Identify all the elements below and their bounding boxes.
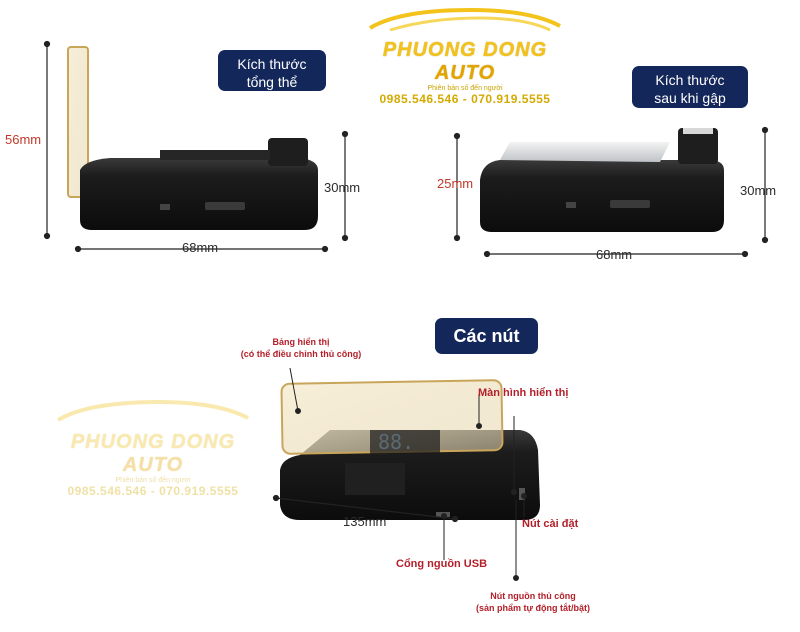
device-overall xyxy=(67,46,318,230)
badge-buttons: Các nút xyxy=(435,318,538,354)
brand-phone: 0985.546.546 - 070.919.5555 xyxy=(379,92,551,106)
callout-line: (sản phẩm tự động tắt/bật) xyxy=(475,603,590,613)
badge-line: tổng thể xyxy=(246,74,298,90)
badge-folded-size: Kích thước sau khi gập xyxy=(632,66,748,108)
badge-line: sau khi gập xyxy=(654,90,726,106)
brand-logo-top: PHUONG DONG AUTO Phiên bản số đến người … xyxy=(360,4,570,106)
callout-settings-button: Nút cài đặt xyxy=(522,518,579,530)
dim-right-width: 68mm xyxy=(596,247,633,262)
device-folded xyxy=(480,128,724,232)
brand-name: PHUONG DONG xyxy=(70,431,236,453)
badge-overall-size: Kích thước tổng thể xyxy=(218,50,326,91)
callout-display-panel: Bảng hiển thị (có thể điều chỉnh thủ côn… xyxy=(226,336,376,360)
badge-line: Các nút xyxy=(453,326,520,346)
brand-logo-watermark: PHUONG DONG AUTO Phiên bản số đến người … xyxy=(48,396,258,498)
brand-accent: AUTO xyxy=(434,62,496,84)
brand-slogan: Phiên bản số đến người xyxy=(427,85,503,92)
dimension-lines xyxy=(43,40,769,523)
car-silhouette-icon xyxy=(368,7,561,32)
callout-power-button: Nút nguồn thủ công (sản phẩm tự động tắt… xyxy=(458,590,608,614)
callout-lines xyxy=(289,367,527,581)
callout-usb-port: Cổng nguồn USB xyxy=(396,558,488,570)
badge-line: Kích thước xyxy=(655,72,725,88)
brand-name: PHUONG DONG xyxy=(382,39,548,61)
dim-left-width: 68mm xyxy=(182,240,219,255)
dim-right-body-height: 30mm xyxy=(740,183,777,198)
badge-line: Kích thước xyxy=(237,56,307,72)
callout-line: (có thể điều chỉnh thủ công) xyxy=(240,349,362,359)
callout-line: Nút nguồn thủ công xyxy=(490,591,576,601)
brand-slogan: Phiên bản số đến người xyxy=(115,477,191,484)
device-buttons: 88. xyxy=(280,379,540,520)
callout-line: Bảng hiển thị xyxy=(272,337,330,347)
dim-right-folded-height: 25mm xyxy=(437,176,474,191)
callout-display-screen: Màn hình hiển thị xyxy=(478,387,569,399)
dim-bottom-width: 135mm xyxy=(343,514,387,529)
dim-left-height: 56mm xyxy=(5,132,42,147)
dim-left-body-height: 30mm xyxy=(324,180,361,195)
car-silhouette-icon xyxy=(56,399,249,422)
brand-accent: AUTO xyxy=(122,454,184,476)
brand-phone: 0985.546.546 - 070.919.5555 xyxy=(67,484,239,498)
svg-text:88.: 88. xyxy=(378,430,414,454)
